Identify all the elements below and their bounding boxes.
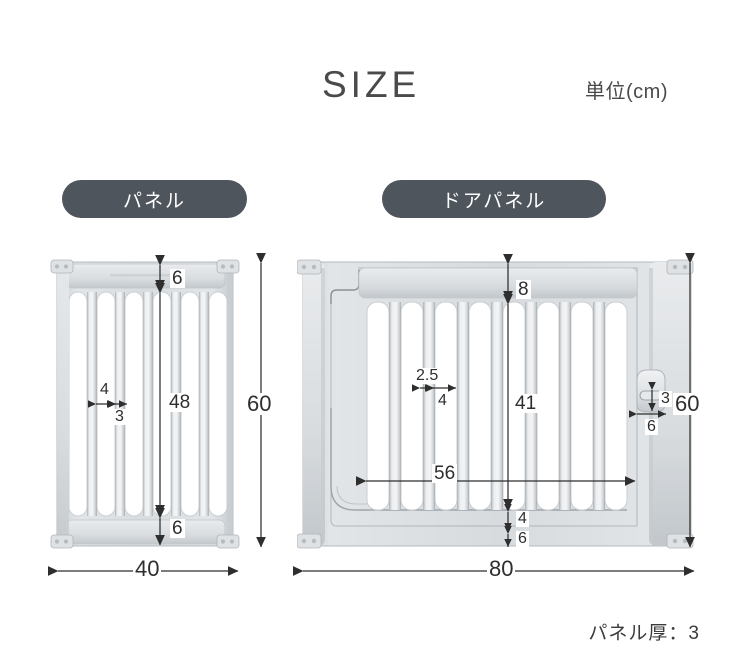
dim-panel-rib-width: 3 — [113, 408, 126, 425]
dim-door-top-gap: 8 — [516, 279, 531, 300]
dim-door-rib-width: 2.5 — [414, 367, 441, 384]
dim-panel-total-width: 40 — [133, 556, 162, 581]
page-title: SIZE — [322, 64, 421, 105]
dim-panel-slot-width: 4 — [98, 381, 111, 398]
section-badge-panel: パネル — [62, 180, 247, 218]
dim-latch-width: 6 — [645, 418, 658, 435]
dim-panel-top-gap: 6 — [170, 268, 185, 289]
dim-door-total-width: 80 — [487, 556, 516, 581]
section-badge-door-panel: ドアパネル — [382, 180, 606, 218]
dim-latch-height: 3 — [659, 390, 672, 407]
dim-door-total-height: 60 — [673, 391, 702, 416]
dim-panel-slot-height: 48 — [167, 392, 193, 413]
unit-note: 単位(cm) — [585, 81, 668, 103]
dim-door-slot-width: 4 — [436, 392, 449, 409]
door-panel-illustration — [297, 259, 694, 549]
dim-door-bottom-gap: 6 — [516, 530, 529, 547]
dim-door-slot-height: 41 — [513, 393, 539, 414]
dim-panel-bottom-gap: 6 — [170, 518, 185, 539]
dim-door-inner-width: 56 — [432, 463, 458, 484]
panel-illustration — [50, 259, 240, 549]
panel-thickness-note: パネル厚：3 — [588, 623, 700, 644]
hinge-bracket-icon — [50, 259, 240, 549]
dim-door-bottom-door-gap: 4 — [516, 510, 529, 527]
dim-panel-total-height: 60 — [245, 391, 274, 416]
